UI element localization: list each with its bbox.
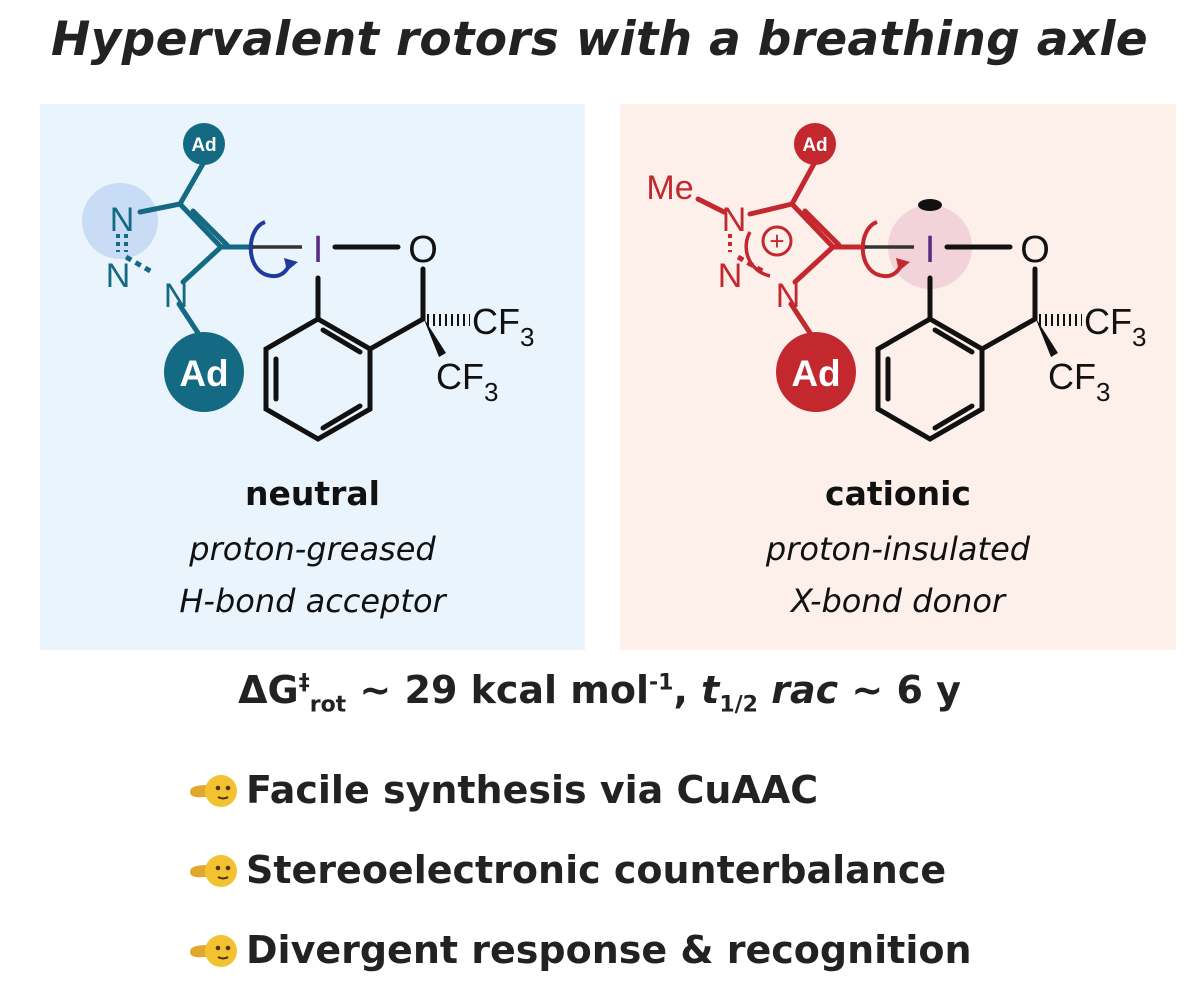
nitrogen-label: N bbox=[722, 201, 747, 239]
iodine-label: I bbox=[313, 229, 324, 271]
feature-text: Stereoelectronic counterbalance bbox=[246, 848, 947, 892]
unit-exponent: -1 bbox=[649, 670, 674, 696]
me-bond bbox=[695, 196, 727, 215]
ad-bond bbox=[788, 301, 815, 339]
panel-description: proton-insulated bbox=[765, 530, 1031, 568]
lone-pair-icon bbox=[918, 199, 942, 211]
rac-label: rac bbox=[758, 668, 839, 712]
iodine-label: I bbox=[925, 229, 936, 271]
pointing-hand-icon bbox=[190, 935, 237, 967]
panel-description: H-bond acceptor bbox=[179, 582, 446, 620]
ad-badge bbox=[776, 332, 856, 412]
cf3-label: CF3 bbox=[1048, 356, 1110, 407]
ad-bond bbox=[177, 159, 207, 207]
list-item: Facile synthesis via CuAAC bbox=[188, 750, 972, 830]
benzene-ring bbox=[263, 316, 373, 442]
oxygen-label: O bbox=[1020, 229, 1050, 271]
ad-bond bbox=[176, 301, 203, 339]
ring-bond bbox=[367, 316, 426, 352]
charge-circle bbox=[761, 225, 793, 257]
benzene-ring bbox=[875, 316, 985, 442]
cationic-structure: + Ad Ad Me N N N I O CF3 CF3 bbox=[646, 123, 1146, 442]
ad-label: Ad bbox=[791, 353, 840, 394]
nitrogen-label: N bbox=[110, 201, 135, 239]
benzene-double-bond bbox=[932, 327, 975, 355]
ring-bond bbox=[979, 316, 1038, 352]
cf3-label: CF3 bbox=[472, 301, 534, 352]
ad-label: Ad bbox=[191, 135, 216, 156]
ad-badge bbox=[164, 332, 244, 412]
triazole-bond bbox=[190, 208, 230, 248]
half-life-symbol: t bbox=[701, 668, 720, 712]
ad-badge bbox=[794, 123, 836, 165]
triazole-bond bbox=[792, 244, 836, 285]
panel-type-label: neutral bbox=[245, 474, 380, 513]
nitrogen-label: N bbox=[776, 277, 801, 315]
feature-text: Divergent response & recognition bbox=[246, 928, 972, 972]
nitrogen-label: N bbox=[164, 277, 189, 315]
cf3-label: CF3 bbox=[436, 356, 498, 407]
charge-arc bbox=[744, 231, 771, 278]
nitrogen-label: N bbox=[718, 257, 743, 295]
pointing-hand-icon bbox=[190, 775, 237, 807]
triazole-bond bbox=[747, 201, 795, 217]
half-life-value: ~ 6 y bbox=[838, 668, 961, 712]
cationic-panel: + Ad Ad Me N N N I O CF3 CF3 cationic pr… bbox=[620, 104, 1176, 650]
feature-text: Facile synthesis via CuAAC bbox=[246, 768, 819, 812]
benzene-double-bond bbox=[932, 403, 975, 431]
triazole-bond bbox=[137, 201, 183, 215]
half-subscript: 1/2 bbox=[719, 692, 758, 718]
methyl-label: Me bbox=[646, 169, 693, 207]
list-item: Divergent response & recognition bbox=[188, 910, 972, 990]
ad-label: Ad bbox=[179, 353, 228, 394]
ad-label: Ad bbox=[802, 135, 827, 156]
wedge-bond bbox=[423, 317, 446, 357]
n-halo bbox=[82, 183, 158, 259]
benzene-double-bond bbox=[320, 403, 363, 431]
rotation-arrow-icon bbox=[248, 220, 292, 279]
neutral-panel: Ad Ad N N N I O CF3 CF3 neutral proton-g… bbox=[40, 104, 585, 650]
iodine-halo bbox=[888, 205, 972, 289]
triazole-dashed-bond bbox=[124, 254, 154, 275]
barrier-value: ~ 29 kcal mol bbox=[346, 668, 650, 712]
list-item: Stereoelectronic counterbalance bbox=[188, 830, 972, 910]
neutral-structure: Ad Ad N N N I O CF3 CF3 bbox=[82, 123, 534, 442]
panel-description: proton-greased bbox=[189, 530, 436, 568]
cf3-label: CF3 bbox=[1084, 301, 1146, 352]
panel-type-label: cationic bbox=[825, 474, 971, 513]
wedge-bond bbox=[1035, 317, 1058, 357]
dagger-superscript: ‡ bbox=[298, 670, 310, 696]
delta-g-symbol: ΔG bbox=[238, 668, 299, 712]
page-title: Hypervalent rotors with a breathing axle bbox=[51, 12, 1148, 67]
separator: , bbox=[673, 668, 702, 712]
arrow-head bbox=[284, 258, 298, 271]
feature-list: Facile synthesis via CuAAC Stereoelectro… bbox=[188, 750, 972, 990]
arrow-head bbox=[896, 258, 910, 271]
rot-subscript: rot bbox=[309, 692, 347, 718]
pointing-hand-icon bbox=[190, 855, 237, 887]
nitrogen-label: N bbox=[106, 257, 131, 295]
triazole-bond bbox=[789, 201, 836, 250]
charge-label: + bbox=[769, 226, 784, 256]
oxygen-label: O bbox=[408, 229, 438, 271]
benzene-double-bond bbox=[320, 327, 363, 355]
panel-description: X-bond donor bbox=[790, 582, 1006, 620]
triazole-bond bbox=[802, 208, 842, 248]
triazole-bond bbox=[177, 201, 224, 250]
ad-badge bbox=[183, 123, 225, 165]
rotation-barrier-summary: ΔG‡rot ~ 29 kcal mol-1, t1/2 rac ~ 6 y bbox=[0, 668, 1199, 718]
ad-bond bbox=[789, 159, 818, 207]
triazole-bond bbox=[180, 244, 224, 285]
